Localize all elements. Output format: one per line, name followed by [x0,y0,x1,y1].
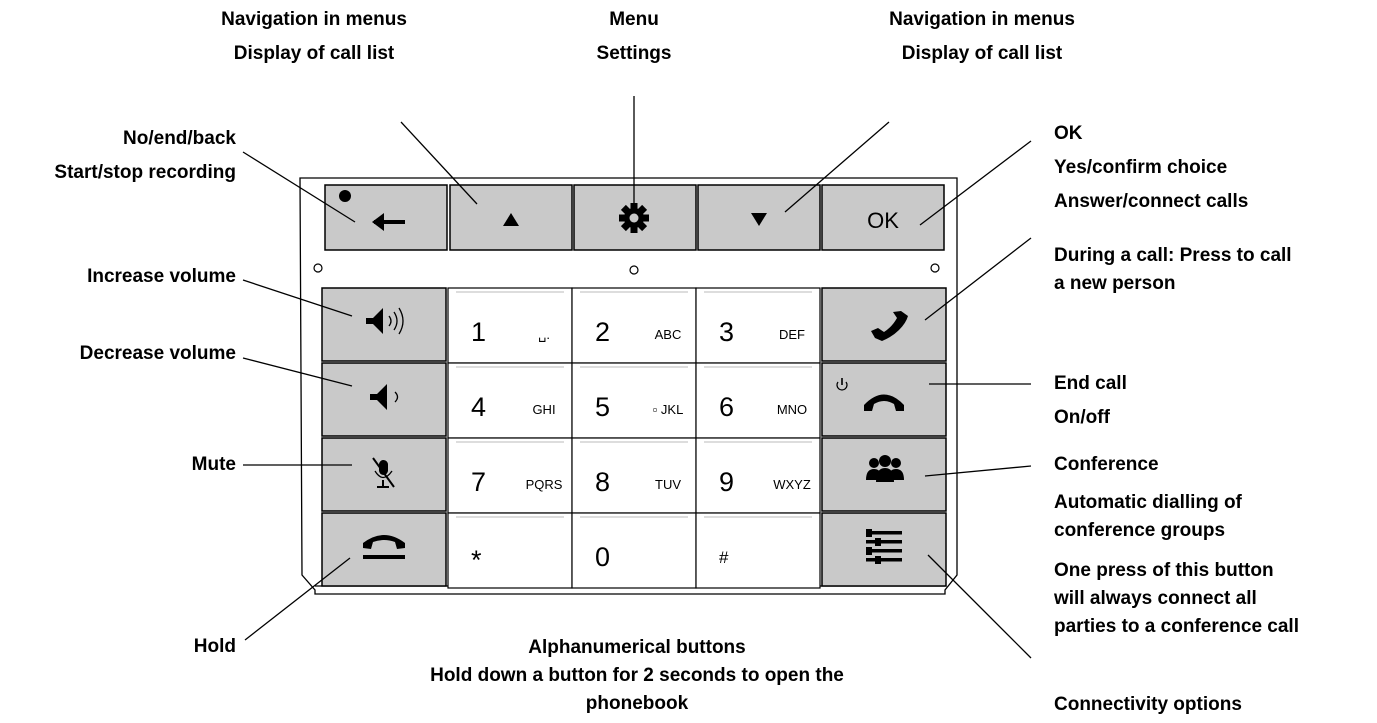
key-letters: ▫ JKL [653,402,684,417]
answer-handset-icon [871,311,908,341]
gear-icon [619,203,649,233]
key-hash[interactable] [695,512,821,589]
volume-down-label: Decrease volume [79,343,236,364]
end-call-handset-icon [864,394,904,411]
key-digit: 1 [471,317,486,347]
ok-key[interactable] [821,184,945,251]
key-letters: ABC [655,327,682,342]
hold-key[interactable] [321,512,447,587]
nav-up-leader [400,121,478,205]
key-9[interactable] [695,437,821,514]
key-6[interactable] [695,362,821,439]
conference-leader [924,465,1032,477]
mute-label: Mute [191,454,236,475]
volume-down-leader [242,357,353,387]
conference-people-icon [866,455,904,482]
key-letters: GHI [532,402,555,417]
nav-down-leader [784,121,890,213]
key-star[interactable] [447,512,573,589]
led-left [313,263,323,273]
led-center [629,265,639,275]
ok-key-label: OK [867,208,899,233]
key-1[interactable] [447,287,573,364]
down-triangle-icon [751,213,767,226]
back-label: No/end/back Start/stop recording [54,128,236,183]
key-digit: 8 [595,467,610,497]
hold-leader [244,557,351,641]
key-letters: MNO [777,402,807,417]
answer-label: During a call: Press to call a new perso… [1054,245,1292,294]
mute-microphone-icon [372,457,395,488]
ok-label: OK Yes/confirm choice Answer/connect cal… [1054,123,1249,212]
conference-description: Automatic dialling of conference groups [1054,492,1242,541]
conference-note: One press of this button will always con… [1054,560,1299,637]
connectivity-label: Connectivity options [1054,694,1242,715]
conference-label: Conference [1054,454,1159,475]
led-right [930,263,940,273]
connectivity-leader [927,554,1032,659]
key-digit: 3 [719,317,734,347]
hold-handset-icon [363,535,405,559]
back-arrow-icon [372,213,405,231]
nav-up-label: Navigation in menus Display of call list [221,9,407,64]
key-7[interactable] [447,437,573,514]
volume-down-icon [370,384,399,410]
key-letters: DEF [779,327,805,342]
key-digit: 2 [595,317,610,347]
menu-label: Menu Settings [596,9,672,64]
volume-up-icon [366,307,404,335]
key-letters: ␣. [538,327,550,342]
key-3[interactable] [695,287,821,364]
ok-leader [919,140,1032,226]
key-digit: 0 [595,542,610,572]
key-digit: * [471,545,482,575]
connectivity-list-icon [866,529,902,564]
key-8[interactable] [571,437,697,514]
nav-down-label: Navigation in menus Display of call list [889,9,1075,64]
end-call-label: End call On/off [1054,373,1127,428]
key-digit: 5 [595,392,610,422]
keypad-outline [299,177,958,595]
answer-key[interactable] [821,287,947,362]
key-digit: 9 [719,467,734,497]
back-leader [242,151,356,223]
power-icon [836,378,848,391]
key-5[interactable] [571,362,697,439]
record-dot-icon [339,190,351,202]
alphanumeric-label: Alphanumerical buttons Hold down a butto… [430,637,844,714]
answer-leader [924,237,1032,321]
key-digit: 7 [471,467,486,497]
volume-up-leader [242,279,353,317]
volume-up-label: Increase volume [87,266,236,287]
key-digit: 6 [719,392,734,422]
key-4[interactable] [447,362,573,439]
key-letters: TUV [655,477,681,492]
key-digit: 4 [471,392,486,422]
hold-label: Hold [193,636,236,657]
key-0[interactable] [571,512,697,589]
key-letters: WXYZ [773,477,811,492]
volume-up-key[interactable] [321,287,447,362]
number-keys: 1 ␣. 2 ABC 3 DEF 4 GHI 5 ▫ JKL 6 MNO 7 PQRS 8 TUV 9 WXYZ *… [447,287,821,589]
key-digit: # [719,548,729,567]
key-2[interactable] [571,287,697,364]
key-letters: PQRS [526,477,563,492]
up-triangle-icon [503,213,519,226]
